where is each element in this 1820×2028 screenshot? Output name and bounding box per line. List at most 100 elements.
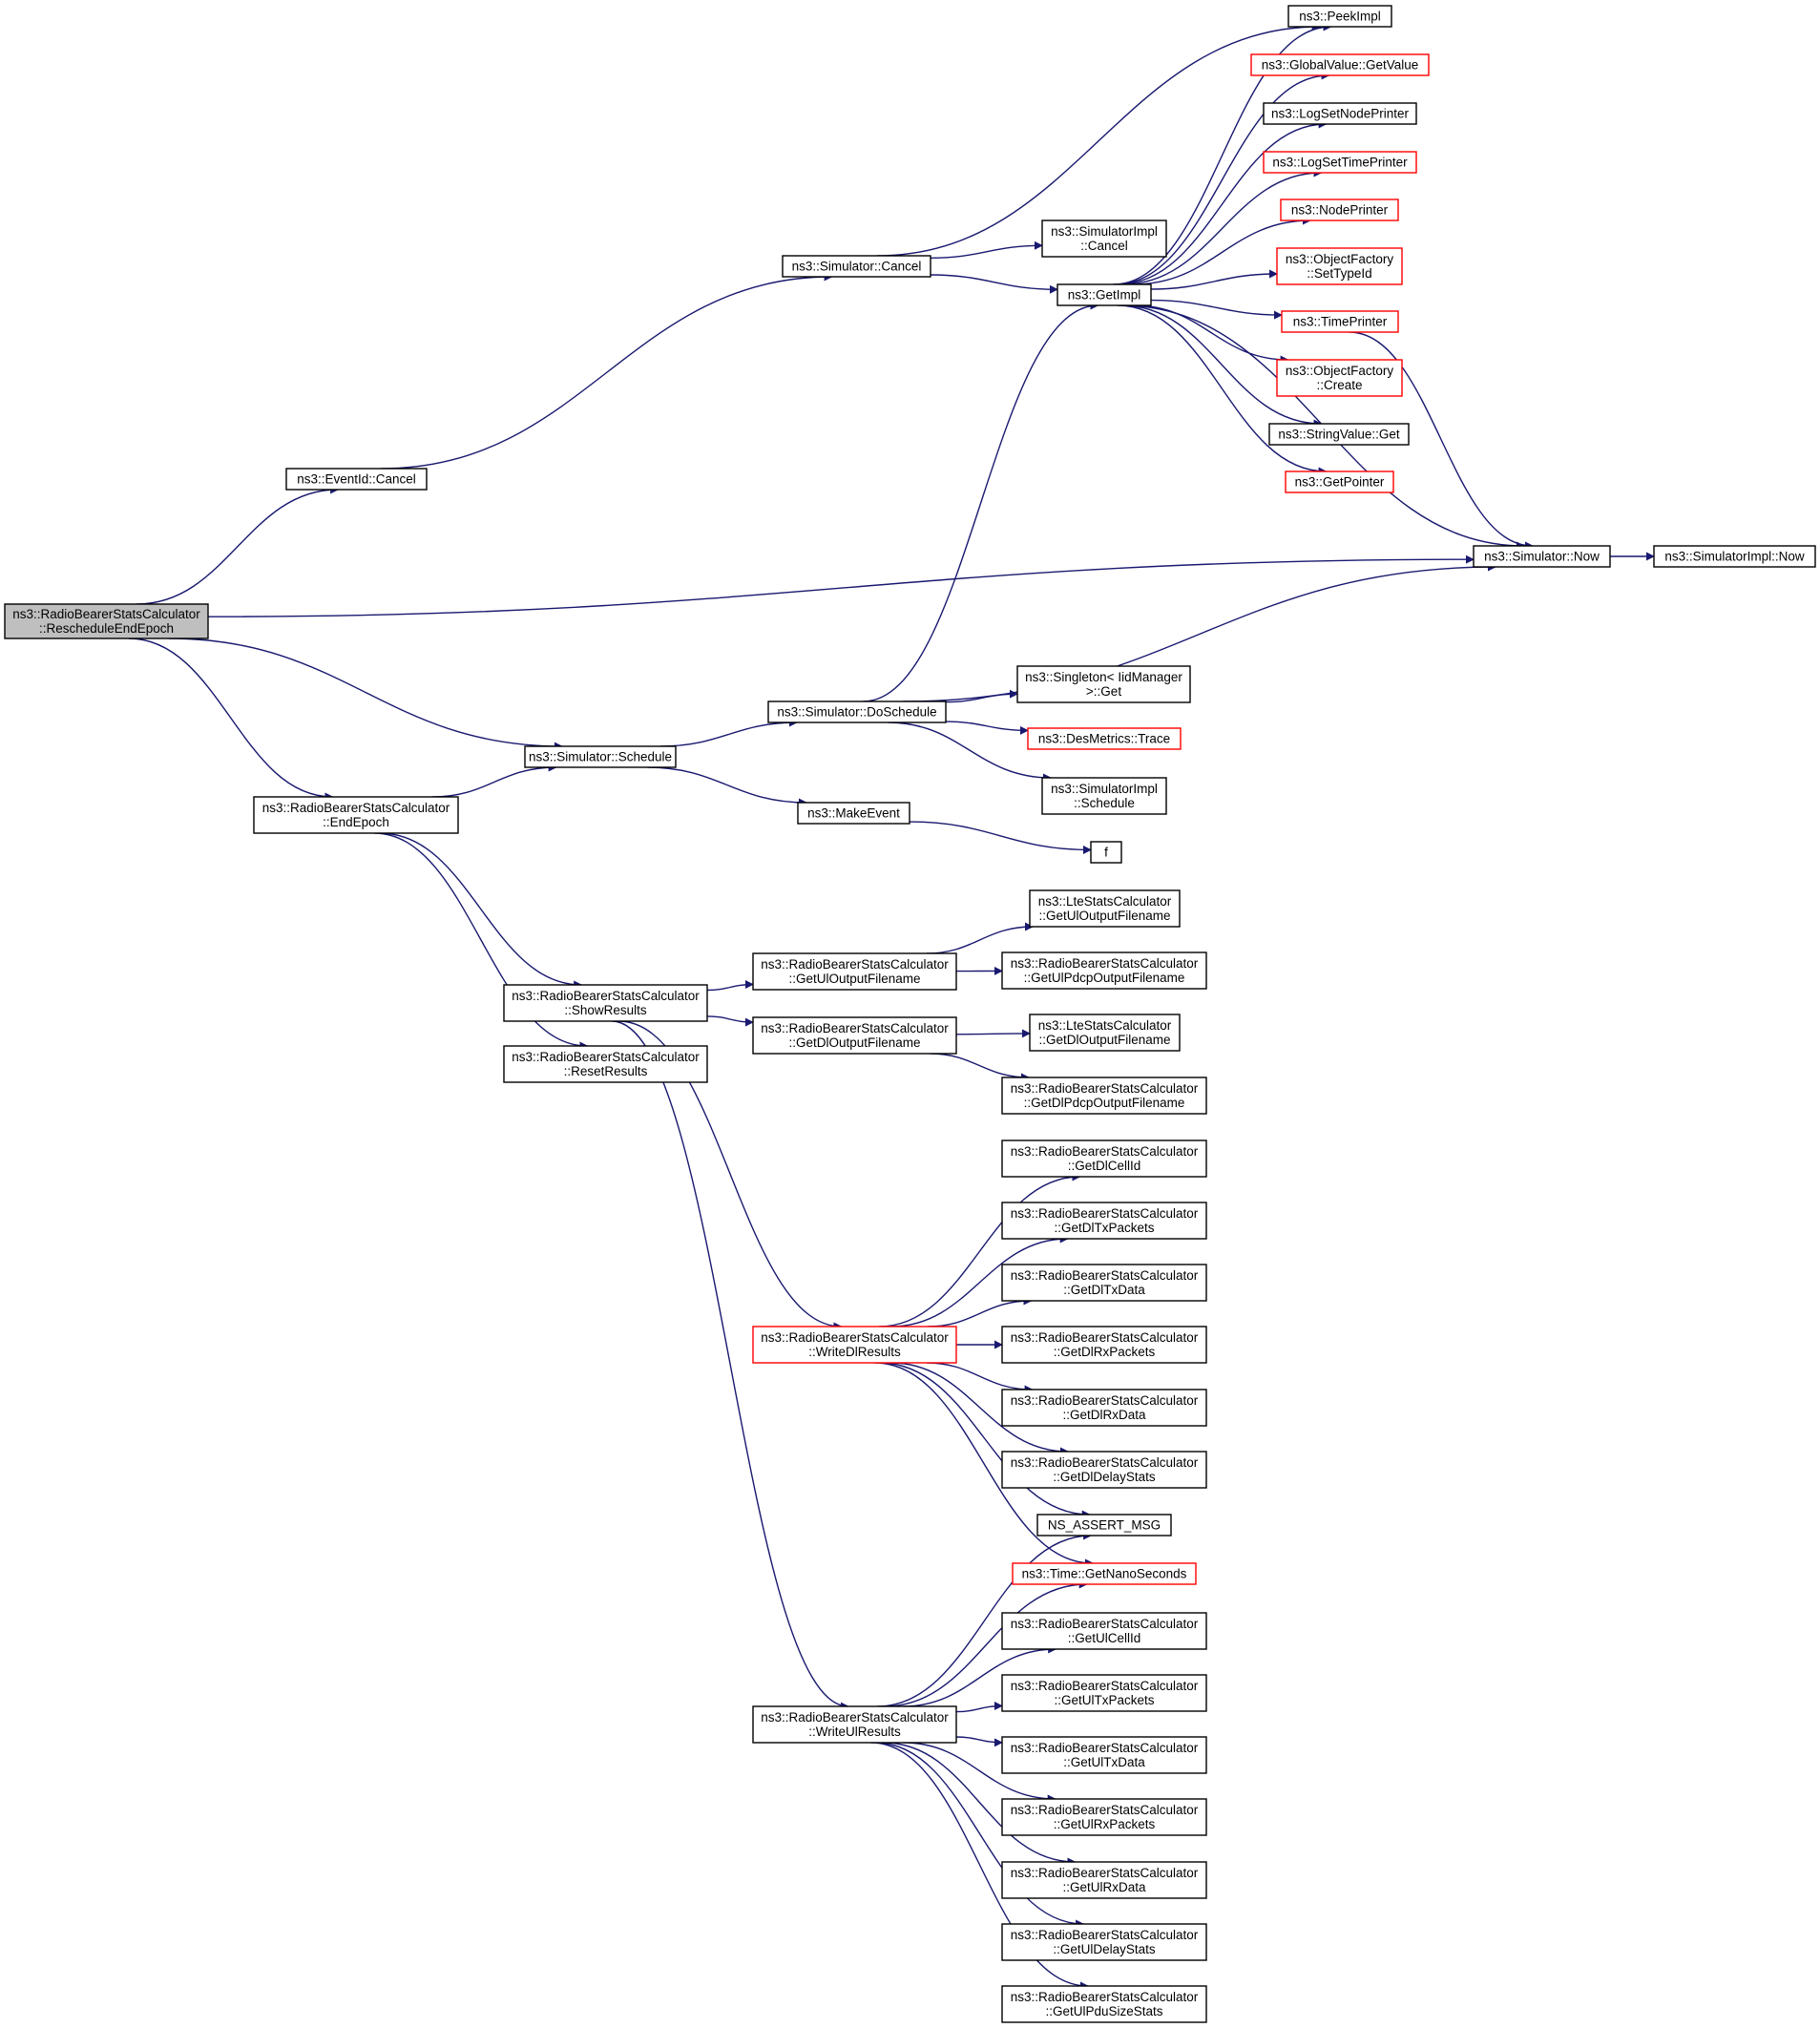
edge-showres-to-writedl bbox=[618, 1020, 843, 1331]
node-ltegetul[interactable]: ns3::LteStatsCalculator::GetUlOutputFile… bbox=[1029, 889, 1181, 928]
edge-getdlout-to-ltegetdl bbox=[955, 1029, 1031, 1038]
node-getulpdcp[interactable]: ns3::RadioBearerStatsCalculator::GetUlPd… bbox=[1001, 951, 1207, 990]
node-getdlcell-box bbox=[1001, 1139, 1207, 1178]
node-getulcell-label-1: ::GetUlCellId bbox=[1068, 1631, 1141, 1645]
node-peekimpl[interactable]: ns3::PeekImpl bbox=[1287, 5, 1392, 28]
node-getdlrxp-label-0: ns3::RadioBearerStatsCalculator bbox=[1011, 1330, 1199, 1345]
node-simcancel-box bbox=[782, 255, 931, 278]
node-root-box bbox=[4, 603, 209, 639]
node-getultxd[interactable]: ns3::RadioBearerStatsCalculator::GetUlTx… bbox=[1001, 1736, 1207, 1774]
node-getulcell[interactable]: ns3::RadioBearerStatsCalculator::GetUlCe… bbox=[1001, 1612, 1207, 1650]
node-getpointer[interactable]: ns3::GetPointer bbox=[1285, 470, 1394, 493]
node-writeul[interactable]: ns3::RadioBearerStatsCalculator::WriteUl… bbox=[752, 1705, 957, 1744]
node-endepoch-label-0: ns3::RadioBearerStatsCalculator bbox=[262, 801, 450, 815]
node-getdlrxd[interactable]: ns3::RadioBearerStatsCalculator::GetDlRx… bbox=[1001, 1389, 1207, 1427]
node-getdlpdcp-box bbox=[1001, 1077, 1207, 1115]
node-simimplcancel[interactable]: ns3::SimulatorImpl::Cancel bbox=[1041, 220, 1167, 258]
node-resetres[interactable]: ns3::RadioBearerStatsCalculator::ResetRe… bbox=[503, 1045, 708, 1083]
node-doschedule[interactable]: ns3::Simulator::DoSchedule bbox=[767, 700, 947, 723]
node-f-box bbox=[1090, 841, 1122, 864]
node-simimplsched[interactable]: ns3::SimulatorImpl::Schedule bbox=[1041, 777, 1167, 815]
node-lognode[interactable]: ns3::LogSetNodePrinter bbox=[1263, 102, 1417, 125]
node-timeprinter[interactable]: ns3::TimePrinter bbox=[1281, 310, 1399, 333]
node-getdlout[interactable]: ns3::RadioBearerStatsCalculator::GetDlOu… bbox=[752, 1016, 957, 1055]
node-writeul-label-0: ns3::RadioBearerStatsCalculator bbox=[761, 1710, 949, 1725]
edge-getimpl-to-getpointer bbox=[1117, 304, 1328, 476]
node-logtime[interactable]: ns3::LogSetTimePrinter bbox=[1263, 151, 1417, 174]
node-ltegetul-label-0: ns3::LteStatsCalculator bbox=[1038, 894, 1172, 909]
node-settypeid-box bbox=[1276, 247, 1403, 285]
node-getdltxd-box bbox=[1001, 1264, 1207, 1302]
node-getultxp[interactable]: ns3::RadioBearerStatsCalculator::GetUlTx… bbox=[1001, 1674, 1207, 1712]
node-getdldelay[interactable]: ns3::RadioBearerStatsCalculator::GetDlDe… bbox=[1001, 1451, 1207, 1489]
node-writedl[interactable]: ns3::RadioBearerStatsCalculator::WriteDl… bbox=[752, 1326, 957, 1364]
node-nanosec-box bbox=[1012, 1562, 1197, 1585]
node-simcancel[interactable]: ns3::Simulator::Cancel bbox=[782, 255, 931, 278]
node-makeevent-label-0: ns3::MakeEvent bbox=[807, 806, 900, 821]
node-writeul-box bbox=[752, 1705, 957, 1744]
node-getuldelay-label-0: ns3::RadioBearerStatsCalculator bbox=[1011, 1928, 1199, 1942]
node-nanosec[interactable]: ns3::Time::GetNanoSeconds bbox=[1012, 1562, 1197, 1585]
node-writedl-box bbox=[752, 1326, 957, 1364]
edge-getimpl-to-timeprinter bbox=[1150, 299, 1283, 320]
node-simimplnow[interactable]: ns3::SimulatorImpl::Now bbox=[1653, 545, 1816, 568]
node-getuldelay[interactable]: ns3::RadioBearerStatsCalculator::GetUlDe… bbox=[1001, 1923, 1207, 1961]
node-getulrxp-label-0: ns3::RadioBearerStatsCalculator bbox=[1011, 1803, 1199, 1817]
node-stringget-label-0: ns3::StringValue::Get bbox=[1278, 428, 1400, 442]
node-objcreate[interactable]: ns3::ObjectFactory::Create bbox=[1276, 359, 1403, 397]
node-f[interactable]: f bbox=[1090, 841, 1122, 864]
node-getimpl[interactable]: ns3::GetImpl bbox=[1056, 283, 1152, 306]
node-simcancel-label-0: ns3::Simulator::Cancel bbox=[792, 260, 922, 274]
edge-evcancel-to-simcancel bbox=[381, 272, 833, 470]
node-ltegetdl-label-1: ::GetDlOutputFilename bbox=[1038, 1033, 1170, 1047]
node-getdlrxp[interactable]: ns3::RadioBearerStatsCalculator::GetDlRx… bbox=[1001, 1326, 1207, 1364]
node-ltegetdl[interactable]: ns3::LteStatsCalculator::GetDlOutputFile… bbox=[1029, 1014, 1181, 1052]
node-getdltxp[interactable]: ns3::RadioBearerStatsCalculator::GetDlTx… bbox=[1001, 1202, 1207, 1240]
node-makeevent[interactable]: ns3::MakeEvent bbox=[797, 802, 910, 825]
node-showres[interactable]: ns3::RadioBearerStatsCalculator::ShowRes… bbox=[503, 984, 708, 1022]
node-simnow[interactable]: ns3::Simulator::Now bbox=[1473, 545, 1611, 568]
edge-timeprinter-to-simnow bbox=[1349, 331, 1534, 551]
node-getulrxd[interactable]: ns3::RadioBearerStatsCalculator::GetUlRx… bbox=[1001, 1861, 1207, 1899]
node-singleton[interactable]: ns3::Singleton< IidManager>::Get bbox=[1016, 665, 1191, 703]
node-simimplsched-label-1: ::Schedule bbox=[1074, 796, 1135, 810]
node-stringget[interactable]: ns3::StringValue::Get bbox=[1268, 423, 1410, 446]
node-getulpdcp-label-0: ns3::RadioBearerStatsCalculator bbox=[1011, 956, 1199, 971]
node-logtime-label-0: ns3::LogSetTimePrinter bbox=[1272, 156, 1408, 170]
node-endepoch[interactable]: ns3::RadioBearerStatsCalculator::EndEpoc… bbox=[253, 796, 459, 834]
edge-getimpl-to-stringget bbox=[1121, 304, 1323, 429]
node-root[interactable]: ns3::RadioBearerStatsCalculator::Resched… bbox=[4, 603, 209, 639]
node-getimpl-label-0: ns3::GetImpl bbox=[1068, 288, 1141, 303]
node-getdlcell-label-1: ::GetDlCellId bbox=[1068, 1159, 1141, 1173]
node-schedule-label-0: ns3::Simulator::Schedule bbox=[529, 750, 672, 764]
node-getdlout-label-0: ns3::RadioBearerStatsCalculator bbox=[761, 1021, 949, 1035]
node-ltegetdl-label-0: ns3::LteStatsCalculator bbox=[1038, 1018, 1172, 1033]
node-desmetrics[interactable]: ns3::DesMetrics::Trace bbox=[1027, 727, 1182, 750]
node-getulout[interactable]: ns3::RadioBearerStatsCalculator::GetUlOu… bbox=[752, 952, 957, 991]
node-resetres-box bbox=[503, 1045, 708, 1083]
node-peekimpl-label-0: ns3::PeekImpl bbox=[1299, 10, 1381, 24]
node-getulrxp[interactable]: ns3::RadioBearerStatsCalculator::GetUlRx… bbox=[1001, 1798, 1207, 1836]
node-getdlcell[interactable]: ns3::RadioBearerStatsCalculator::GetDlCe… bbox=[1001, 1139, 1207, 1178]
node-getdltxd[interactable]: ns3::RadioBearerStatsCalculator::GetDlTx… bbox=[1001, 1264, 1207, 1302]
node-getdlpdcp[interactable]: ns3::RadioBearerStatsCalculator::GetDlPd… bbox=[1001, 1077, 1207, 1115]
edge-writeul-to-getultxp bbox=[955, 1702, 1003, 1713]
node-nodeprinter[interactable]: ns3::NodePrinter bbox=[1280, 199, 1399, 221]
node-getultxp-label-0: ns3::RadioBearerStatsCalculator bbox=[1011, 1679, 1199, 1693]
node-settypeid-label-1: ::SetTypeId bbox=[1307, 266, 1371, 281]
node-getulcell-box bbox=[1001, 1612, 1207, 1650]
edge-root-to-schedule bbox=[169, 638, 563, 751]
node-getulcell-label-0: ns3::RadioBearerStatsCalculator bbox=[1011, 1617, 1199, 1631]
node-assert[interactable]: NS_ASSERT_MSG bbox=[1036, 1514, 1172, 1537]
node-evcancel[interactable]: ns3::EventId::Cancel bbox=[285, 468, 428, 491]
node-evcancel-box bbox=[285, 468, 428, 491]
node-settypeid[interactable]: ns3::ObjectFactory::SetTypeId bbox=[1276, 247, 1403, 285]
node-schedule[interactable]: ns3::Simulator::Schedule bbox=[524, 745, 677, 768]
node-getulpdu[interactable]: ns3::RadioBearerStatsCalculator::GetUlPd… bbox=[1001, 1985, 1207, 2023]
edge-writedl-to-getdlcell bbox=[878, 1172, 1081, 1328]
node-getdlout-label-1: ::GetDlOutputFilename bbox=[788, 1035, 920, 1050]
node-getdlrxd-box bbox=[1001, 1389, 1207, 1427]
node-globalval[interactable]: ns3::GlobalValue::GetValue bbox=[1250, 53, 1430, 76]
node-getulout-label-1: ::GetUlOutputFilename bbox=[788, 972, 920, 986]
node-getpointer-box bbox=[1285, 470, 1394, 493]
